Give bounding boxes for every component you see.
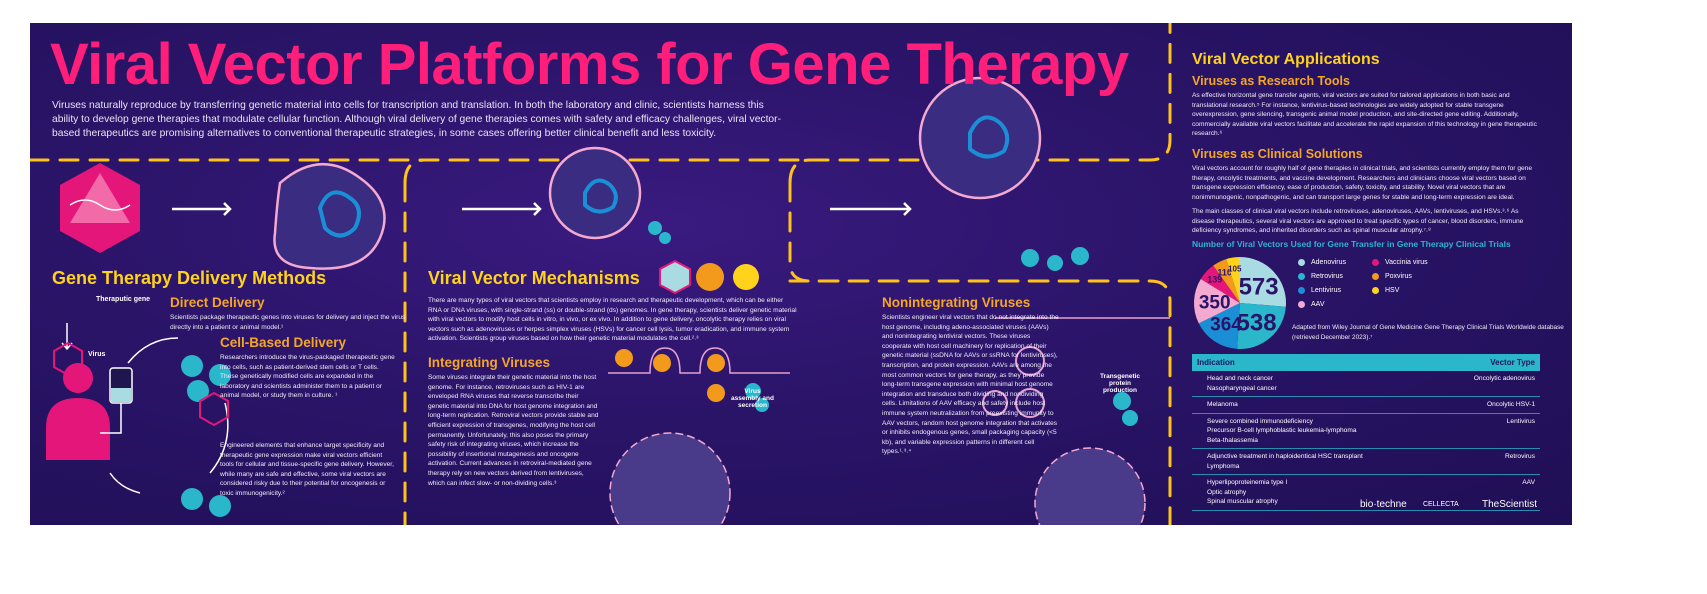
therapeutic-gene-label: Theraputic gene [96, 296, 151, 303]
pie-label: 573 [1239, 273, 1279, 300]
vector-type: Oncolytic HSV-1 [1439, 396, 1540, 414]
virus-capsid-icon [60, 163, 140, 253]
table-row: Melanoma Oncolytic HSV-1 [1192, 396, 1540, 414]
pie-label: 350 [1199, 293, 1231, 314]
legend-aav: AAV [1298, 301, 1372, 308]
infographic-poster: Viral Vector Platforms for Gene Therapy … [30, 23, 1572, 525]
indication-item: Head and neck cancer [1207, 375, 1273, 382]
chart-title: Number of Viral Vectors Used for Gene Tr… [1192, 239, 1511, 249]
flow-arrows [172, 202, 912, 216]
iv-bag-icon [100, 367, 133, 434]
table-row: Hyperlipoproteinemia type I Optic atrophy… [1192, 474, 1540, 511]
vector-type: AAV [1439, 474, 1540, 511]
table-header-vector: Vector Type [1439, 354, 1540, 371]
pie-label: 105 [1228, 265, 1242, 274]
legend-adenovirus: Adenovirus [1298, 259, 1372, 266]
aav-cell-icons [982, 346, 1045, 418]
legend-poxvirus: Poxvirus [1372, 273, 1452, 280]
chart-source: Adapted from Wiley Journal of Gene Medic… [1292, 324, 1564, 341]
protein-cluster-icon [181, 221, 1138, 517]
pie-slice-aav [1194, 278, 1240, 324]
patient-icon [46, 363, 110, 460]
clinical-solutions-text-1: Viral vectors account for roughly half o… [1192, 165, 1532, 201]
nucleus-circle [609, 432, 1146, 525]
pie-slice-hsv [1226, 257, 1240, 303]
indication-item: Hyperlipoproteinemia type I [1207, 479, 1288, 486]
table-row: Adjunctive treatment in haploidentical H… [1192, 448, 1540, 475]
research-tools-heading: Viruses as Research Tools [1192, 74, 1350, 88]
clinical-solutions-text-2: The main classes of clinical viral vecto… [1192, 208, 1524, 235]
legend-lentivirus: Lentivirus [1298, 287, 1372, 294]
indication-item: Precursor B-cell lymphoblastic leukemia-… [1207, 427, 1357, 434]
engineered-elements-text: Engineered elements that enhance target … [220, 442, 394, 497]
applications-heading: Viral Vector Applications [1192, 51, 1380, 68]
clinical-solutions-heading: Viruses as Clinical Solutions [1192, 147, 1363, 161]
indication-item: Adjunctive treatment in haploidentical H… [1207, 453, 1363, 460]
table-header-indication: Indication [1192, 354, 1440, 371]
indication-item: Nasopharyngeal cancer [1207, 384, 1277, 392]
indication-item: Beta-thalassemia [1207, 436, 1258, 444]
indication-item: Severe combined immunodeficiency [1207, 417, 1313, 425]
indication-table: Indication Vector Type Head and neck can… [1192, 354, 1540, 511]
intro-text: Viruses naturally reproduce by transferr… [52, 100, 782, 139]
dashed-flow-path [30, 23, 1172, 525]
integrating-text: Some viruses integrate their genetic mat… [428, 374, 599, 487]
thescientist-logo: TheScientist [1482, 499, 1538, 510]
cycle-arrows [61, 323, 229, 494]
virus-label: Virus [88, 351, 106, 358]
legend-retrovirus: Retrovirus [1298, 273, 1372, 280]
vector-type: Lentivirus [1439, 413, 1540, 449]
vector-type: Retrovirus [1439, 448, 1540, 475]
nucleus-dna-icon [317, 115, 1010, 238]
pie-slice-poxvirus [1213, 259, 1240, 303]
pie-slice-retrovirus [1237, 303, 1286, 349]
host-cell-icon [273, 76, 1042, 270]
pie-slice-adenovirus [1240, 257, 1286, 307]
indication-item: Lymphoma [1207, 462, 1240, 470]
legend-vaccinia: Vaccinia virus [1372, 259, 1452, 266]
research-tools-text: As effective horizontal gene transfer ag… [1192, 92, 1537, 138]
membrane-line [608, 317, 1170, 374]
protein-production-label: Transgenetic protein production [1099, 373, 1141, 394]
virus-icon [53, 341, 229, 427]
pie-slice-lentivirus [1198, 303, 1240, 349]
pie-slice-vaccinia-virus [1200, 265, 1240, 303]
biotechne-logo: bio·techne [1360, 499, 1407, 510]
virus-types-icons [659, 259, 759, 295]
mechanisms-text: There are many types of viral vectors th… [428, 297, 797, 343]
direct-delivery-heading: Direct Delivery [170, 295, 265, 310]
chart-legend: Adenovirus Vaccinia virus Retrovirus Pox… [1298, 259, 1452, 308]
pie-label: 139 [1207, 275, 1222, 285]
pie-label: 364 [1210, 315, 1242, 336]
indication-item: Optic atrophy [1207, 488, 1247, 496]
integrating-heading: Integrating Viruses [428, 355, 551, 370]
cell-based-text: Researchers introduce the virus-packaged… [220, 354, 395, 400]
pie-label: 538 [1237, 310, 1277, 337]
illustration-layer [30, 23, 1172, 525]
indication-item: Melanoma [1207, 401, 1238, 408]
cell-based-heading: Cell-Based Delivery [220, 335, 347, 350]
mechanisms-heading: Viral Vector Mechanisms [428, 268, 640, 288]
pie-label: 110 [1217, 267, 1232, 277]
nonintegrating-text: Scientists engineer viral vectors that d… [882, 314, 1059, 456]
nonintegrating-heading: Nonintegrating Viruses [882, 295, 1031, 310]
retrovirus-icons [615, 349, 725, 402]
page-title: Viral Vector Platforms for Gene Therapy [50, 32, 1129, 97]
legend-hsv: HSV [1372, 287, 1452, 294]
vector-type: Oncolytic adenovirus [1439, 371, 1540, 397]
assembly-label: Virus assembly and secretion [731, 388, 774, 409]
delivery-heading: Gene Therapy Delivery Methods [52, 268, 327, 288]
direct-delivery-text: Scientists package therapeutic genes int… [170, 314, 406, 331]
indication-item: Spinal muscular atrophy [1207, 498, 1278, 505]
cellecta-logo: CELLECTA [1423, 501, 1459, 508]
